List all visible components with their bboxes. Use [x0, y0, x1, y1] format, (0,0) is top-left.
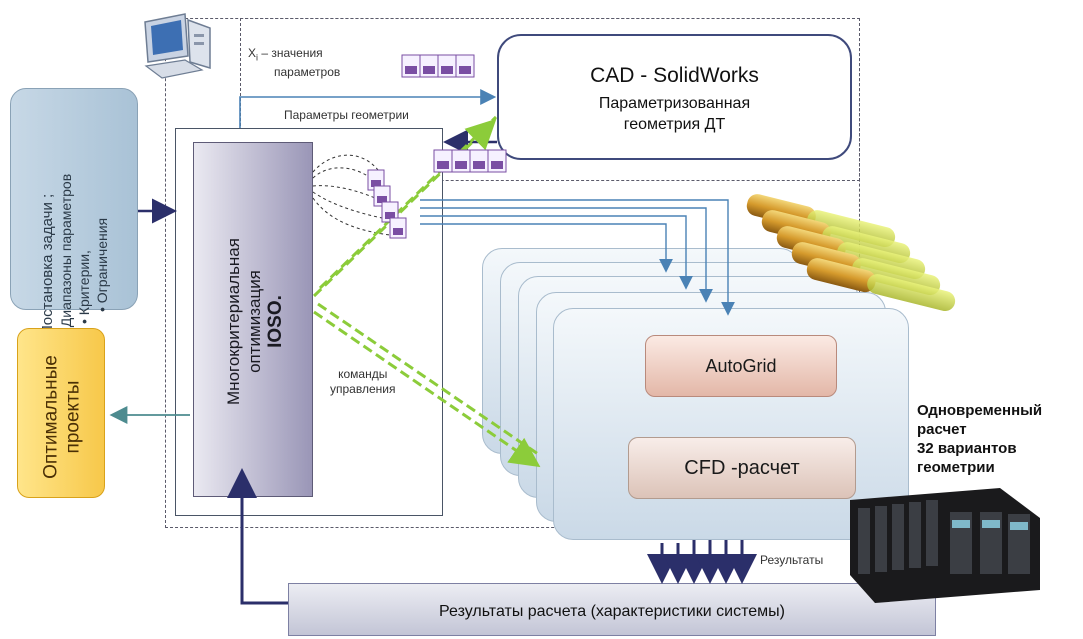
- control-command-arrow: [318, 115, 498, 290]
- commands-label: команды управления: [330, 367, 395, 397]
- fan-line: [312, 197, 399, 237]
- calc-stack-front: [553, 308, 909, 540]
- sim-line4: геометрии: [917, 459, 995, 476]
- ioso-optimizer-block: Многокритериальная оптимизация IOSO.: [193, 142, 313, 497]
- results-feedback-arrow: [227, 468, 288, 605]
- optimal-projects-box: Оптимальные проекты: [17, 328, 105, 498]
- cad-title: CAD - SolidWorks: [590, 64, 759, 87]
- cad-subtitle: Параметризованная геометрия ДТ: [499, 93, 850, 135]
- commands-line1: команды: [338, 367, 388, 381]
- control-command-arrow: [317, 302, 539, 456]
- xi-subscript: i: [256, 52, 259, 63]
- control-command-arrow: [313, 310, 541, 468]
- commands-line2: управления: [330, 382, 396, 396]
- xi-symbol: X: [248, 46, 257, 60]
- xi-line2: параметров: [274, 65, 341, 80]
- xi-rest: – значения: [258, 46, 323, 60]
- param-route-arrow: [420, 199, 735, 316]
- task-definition-box: Постановка задачи ; • Диапазоны параметр…: [10, 88, 138, 336]
- sim-line3: 32 вариантов: [917, 440, 1017, 457]
- cad-solidworks-box: CAD - SolidWorks Параметризованная геоме…: [497, 34, 852, 160]
- xi-values-label: Xi – значения параметров: [248, 46, 340, 80]
- simultaneous-calc-label: Одновременный расчет 32 вариантов геомет…: [917, 401, 1042, 477]
- results-small-label: Результаты: [760, 553, 824, 567]
- fan-line: [312, 154, 379, 173]
- cfd-calc-box: CFD -расчет: [628, 437, 856, 499]
- file-icons-middle: [433, 149, 507, 173]
- geometry-params-arrow: [239, 89, 497, 128]
- autogrid-box: AutoGrid: [645, 335, 837, 397]
- cad-sub2: геометрия ДТ: [623, 116, 726, 133]
- geometry-params-label: Параметры геометрии: [284, 108, 409, 122]
- param-route-arrow: [420, 207, 713, 303]
- param-route-arrow: [420, 215, 693, 290]
- sim-line2: расчет: [917, 421, 967, 438]
- file-icons-cascade: [367, 169, 407, 239]
- computer-icon: [144, 13, 211, 79]
- sim-line1: Одновременный: [917, 402, 1043, 419]
- file-icons-top: [401, 54, 475, 78]
- cad-sub1: Параметризованная: [598, 95, 751, 112]
- param-route-arrow: [420, 223, 673, 273]
- supercomputer-image: [850, 488, 1040, 603]
- geometry-rods-image: [746, 194, 956, 312]
